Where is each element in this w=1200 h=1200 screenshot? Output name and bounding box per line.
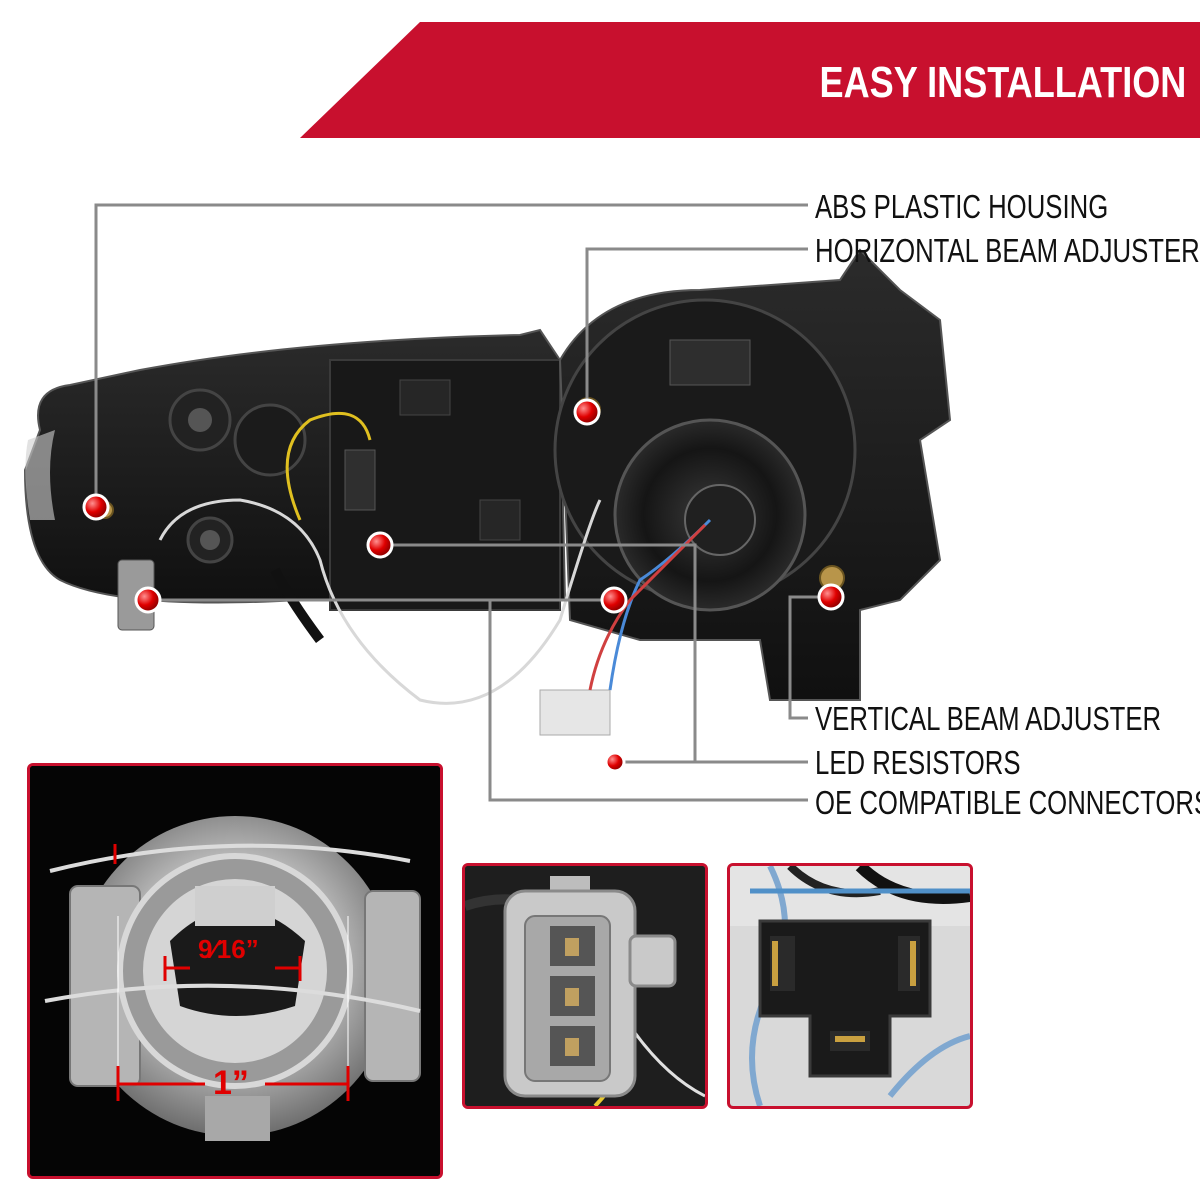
marker-horizontal	[573, 398, 601, 426]
callout-led-resistors: LED RESISTORS	[815, 744, 1021, 781]
measure-large-label: 1”	[213, 1064, 249, 1102]
headlight-rear-view	[23, 248, 952, 736]
inset-connector-black	[727, 863, 973, 1109]
measure-small-label: 9⁄16”	[198, 934, 259, 964]
inset-connector-gray	[462, 863, 708, 1109]
marker-connector-right	[600, 586, 628, 614]
header-banner	[300, 22, 1200, 138]
marker-connector-left	[134, 586, 162, 614]
marker-housing	[82, 493, 110, 521]
callout-vertical-adjuster: VERTICAL BEAM ADJUSTER	[815, 700, 1162, 737]
page-title: EASY INSTALLATION	[819, 58, 1186, 107]
inset-bulb-socket: 9⁄16” 1”	[27, 763, 443, 1179]
marker-resistor-box	[604, 751, 626, 773]
callout-oe-connectors: OE COMPATIBLE CONNECTORS	[815, 784, 1200, 821]
marker-vertical	[817, 583, 845, 611]
callout-horizontal-adjuster: HORIZONTAL BEAM ADJUSTER	[815, 232, 1200, 269]
marker-resistor-body	[366, 531, 394, 559]
callout-abs-housing: ABS PLASTIC HOUSING	[815, 188, 1109, 225]
